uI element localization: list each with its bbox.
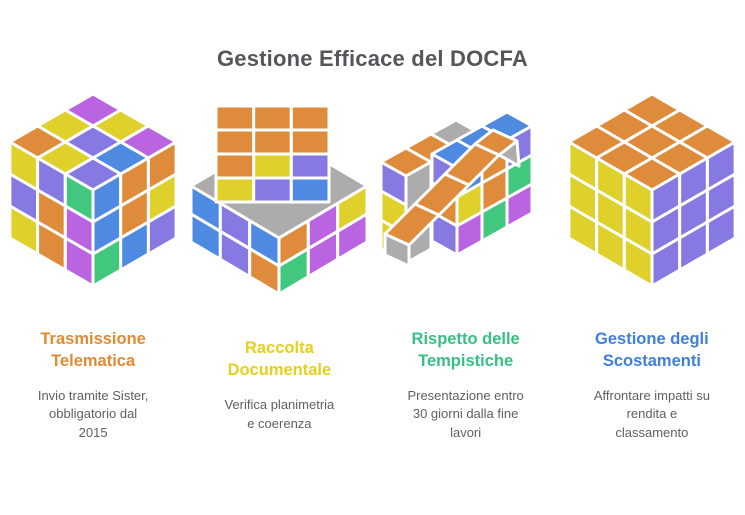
cube-svg [8, 92, 178, 288]
column-trasmissione: Trasmissione Telematica Invio tramite Si… [0, 84, 186, 464]
panel-cell [214, 176, 256, 204]
page-title: Gestione Efficace del DOCFA [216, 46, 529, 71]
panel-cell [252, 128, 294, 156]
rubik-cube-solved-illustration [559, 84, 745, 294]
column-raccolta: Raccolta Documentale Verifica planimetri… [186, 84, 372, 464]
panel-cell [290, 176, 331, 204]
slice-cap [473, 128, 519, 157]
panel-cell [252, 152, 294, 180]
text-block: Trasmissione Telematica Invio tramite Si… [5, 308, 181, 464]
rubik-cube-scrambled-illustration [0, 84, 186, 294]
column-description: Affrontare impatti su rendita e classame… [593, 387, 710, 441]
facelet-right [505, 182, 534, 229]
panel-cell [214, 152, 256, 180]
facelet-right [147, 204, 178, 256]
panel-cell [252, 104, 294, 132]
rubik-cube-open-tray-illustration [186, 84, 372, 294]
column-description: Presentazione entro 30 giorni dalla fine… [407, 387, 524, 441]
panel-cell [290, 128, 331, 156]
text-block: Raccolta Documentale Verifica planimetri… [191, 308, 367, 464]
panel-cell [290, 152, 331, 180]
facelet-right [336, 212, 369, 261]
panel-cell [214, 104, 256, 132]
cube-svg [567, 92, 737, 288]
rubik-cube-twisting-illustration [373, 84, 559, 294]
column-heading: Rispetto delle Tempistiche [411, 329, 520, 370]
panel-cell [290, 104, 331, 132]
cube-svg [379, 110, 534, 268]
column-description: Invio tramite Sister, obbligatorio dal 2… [37, 387, 149, 441]
column-scostamenti: Gestione degli Scostamenti Affrontare im… [559, 84, 745, 464]
panel-cell [252, 176, 294, 204]
panel-cell [214, 128, 256, 156]
cube-svg [189, 104, 369, 294]
text-block: Rispetto delle Tempistiche Presentazione… [378, 308, 554, 464]
column-heading: Trasmissione Telematica [40, 329, 146, 370]
facelet-right [705, 204, 737, 256]
column-tempistiche: Rispetto delle Tempistiche Presentazione… [373, 84, 559, 464]
column-heading: Raccolta Documentale [227, 339, 332, 380]
columns-row: Trasmissione Telematica Invio tramite Si… [0, 84, 745, 464]
column-heading: Gestione degli Scostamenti [595, 329, 709, 370]
column-description: Verifica planimetria e coerenza [224, 396, 335, 431]
facelet-left [248, 247, 281, 294]
text-block: Gestione degli Scostamenti Affrontare im… [564, 308, 740, 464]
